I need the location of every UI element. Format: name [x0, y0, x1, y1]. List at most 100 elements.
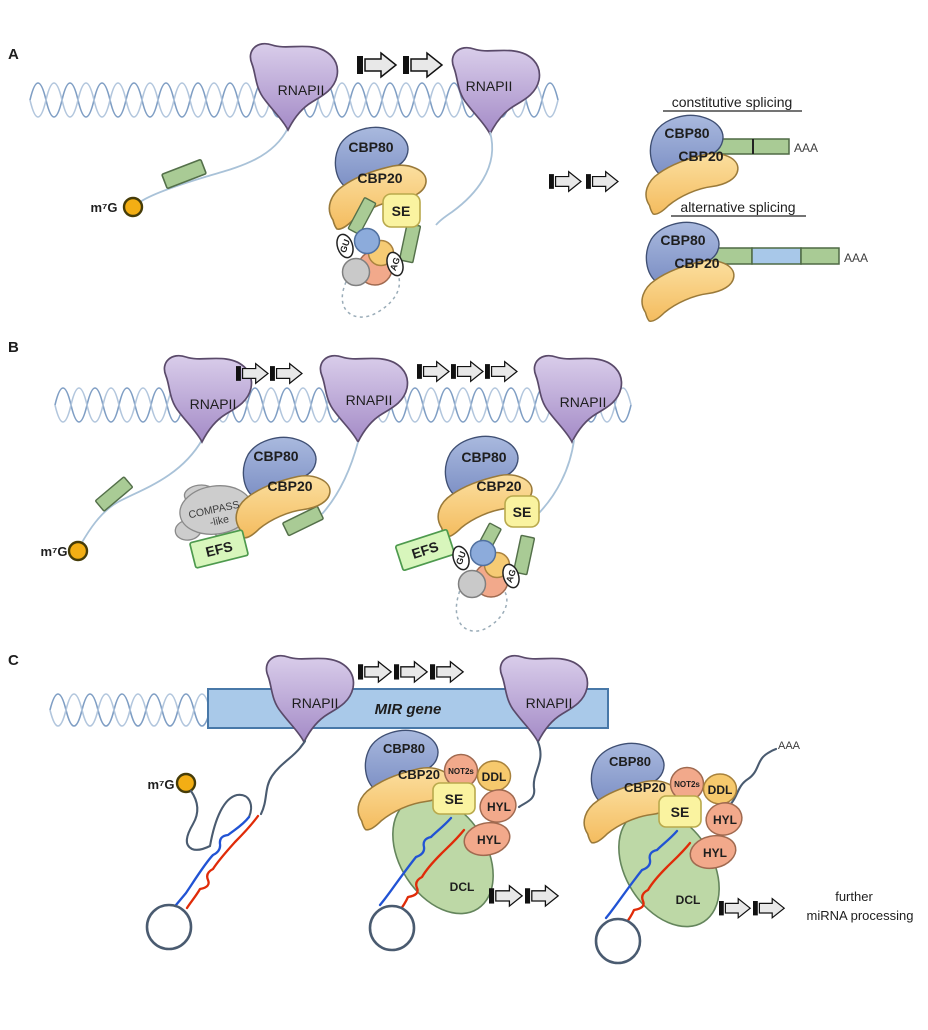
intron-loop	[455, 584, 508, 632]
se-shape	[658, 795, 702, 828]
dcl-label: DCL	[676, 893, 701, 907]
progress-arrow-icon	[429, 661, 464, 683]
cbp20-label: CBP20	[624, 780, 666, 795]
efs: EFS	[188, 529, 250, 569]
hyl-label: HYL	[477, 833, 501, 847]
hyl-shape	[479, 789, 517, 823]
cbp20-label: CBP20	[674, 255, 719, 271]
polya-label: AAA	[844, 251, 868, 265]
cbp80-label: CBP80	[609, 754, 651, 769]
stem-5p	[174, 815, 251, 907]
gu-site-label: GU	[338, 238, 352, 254]
cbp20-label: CBP20	[678, 148, 723, 164]
se-label: SE	[392, 203, 411, 219]
cbp80-label: CBP80	[660, 232, 705, 248]
se-label: SE	[671, 804, 690, 820]
progress-arrow-icon	[357, 661, 392, 683]
cbp20-label: CBP20	[476, 478, 521, 494]
se-label: SE	[445, 791, 464, 807]
rnapii-label: RNAPII	[292, 695, 339, 711]
hyl-label: HYL	[703, 846, 727, 860]
progress-arrow-icon	[524, 885, 559, 907]
alternative-splicing-heading: alternative splicing	[680, 199, 795, 215]
gu-site-label: GU	[454, 550, 468, 566]
nascent-mrna	[80, 439, 203, 545]
rnapii-label: RNAPII	[346, 392, 393, 408]
cbp20-label: CBP20	[357, 170, 402, 186]
cbp20-label: CBP20	[398, 767, 440, 782]
hairpin-loop	[145, 903, 193, 951]
outcome-text-line2: miRNA processing	[807, 908, 914, 923]
m7g-label: m⁷G	[40, 544, 67, 559]
nascent-mrna	[321, 441, 359, 515]
rna-leader	[185, 789, 212, 851]
alternative-splicing-outcome: alternative splicing CBP80 CBP20 AAA	[641, 199, 868, 322]
rnapii-label: RNAPII	[278, 82, 325, 98]
progress-arrow-icon	[585, 171, 619, 192]
compass-label-line2: -like	[209, 513, 230, 529]
progress-arrow-icon	[269, 363, 303, 384]
rna-terminal-loop	[208, 793, 253, 848]
compass-efs-complex: CBP80 CBP20 COMPASS -like EFS	[168, 436, 359, 569]
pri-mirna-hairpin: m⁷G	[145, 739, 307, 951]
not2s-label: NOT2s	[448, 767, 474, 776]
dna-strand	[49, 693, 211, 727]
efs: EFS	[394, 528, 456, 572]
m7g-label: m⁷G	[90, 200, 117, 215]
hyl-shape	[689, 834, 737, 870]
cbp80-label: CBP80	[253, 448, 298, 464]
stem-3p	[185, 814, 260, 910]
polya-label: AAA	[794, 141, 818, 155]
se-shape	[504, 495, 540, 528]
dcl-label: DCL	[450, 880, 475, 894]
nascent-mrna	[538, 439, 575, 514]
rnapii-label: RNAPII	[190, 396, 237, 412]
spliceosome: GU AG	[333, 227, 407, 287]
hyl-label: HYL	[713, 813, 737, 827]
hyl-shape	[463, 821, 511, 857]
stem-3p	[395, 828, 466, 916]
panel-c-label: C	[8, 652, 19, 669]
ddl-label: DDL	[708, 783, 733, 797]
m7g-cap	[67, 540, 89, 562]
se-shape	[382, 193, 421, 228]
nascent-mrna	[435, 131, 494, 226]
stem-5p	[604, 829, 679, 920]
rnapii-label: RNAPII	[466, 78, 513, 94]
cbp80-label: CBP80	[461, 449, 506, 465]
progress-arrow-icon	[402, 52, 443, 78]
progress-arrow-icon	[752, 897, 785, 919]
progress-arrow-icon	[718, 897, 751, 919]
nascent-pri-mirna	[517, 740, 542, 809]
panel-b: B m⁷G RNAPII RNAPII RNAPII CBP80 CBP20 C…	[8, 339, 632, 632]
exon-box	[94, 476, 134, 512]
se-shape	[432, 782, 476, 815]
hairpin-loop	[368, 904, 416, 952]
stem-3p	[621, 841, 692, 929]
nascent-mrna	[139, 127, 289, 203]
exon-segment	[800, 247, 840, 265]
splicing-complex-a: CBP80 CBP20 SE GU AG	[328, 126, 427, 318]
stem-5p	[378, 816, 453, 907]
ag-site-label: AG	[504, 568, 518, 584]
panel-a: A m⁷G RNAPII RNAPII CBP80 CBP20 SE GU AG…	[8, 42, 868, 322]
m7g-label: m⁷G	[147, 777, 174, 792]
mirna-processing-complex: CBP80 CBP20 NOT2s DDL HYL HYL SE DCL	[357, 729, 542, 952]
m7g-cap	[122, 196, 144, 218]
cbp80-label: CBP80	[383, 741, 425, 756]
m7g-cap	[175, 772, 197, 794]
dna-helix-c	[49, 693, 211, 727]
constitutive-splicing-heading: constitutive splicing	[672, 94, 793, 110]
progress-arrow-icon	[416, 361, 450, 382]
not2s-label: NOT2s	[674, 780, 700, 789]
panel-b-label: B	[8, 339, 19, 356]
progress-arrow-icon	[488, 885, 523, 907]
progress-arrow-icon	[393, 661, 428, 683]
progress-arrow-icon	[450, 361, 484, 382]
rna-3prime	[259, 739, 307, 816]
ag-site-label: AG	[388, 256, 402, 272]
panel-a-label: A	[8, 46, 19, 63]
cbp80-label: CBP80	[348, 139, 393, 155]
